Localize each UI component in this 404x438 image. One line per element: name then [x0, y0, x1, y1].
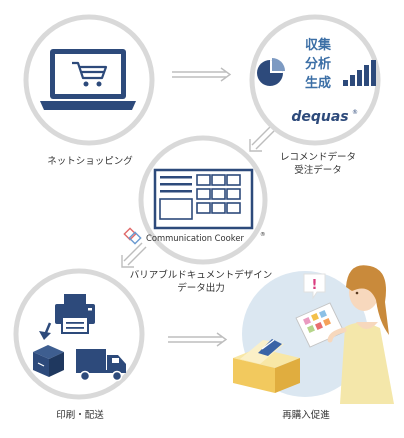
- analytics-label-line-2: 受注データ: [294, 165, 342, 176]
- exclamation-bubble-icon: !: [303, 273, 326, 300]
- shopping-circle: [23, 14, 155, 146]
- analytics-line-3: 生成: [305, 75, 331, 91]
- analytics-circle: 収集 分析 生成 dequas ®: [249, 14, 381, 146]
- cooker-circle: Communication Cooker ®: [123, 135, 268, 265]
- cooker-logo-mark-icon: [123, 227, 142, 245]
- box-icon: [33, 345, 64, 377]
- svg-text:!: !: [312, 278, 318, 293]
- woman-illustration: [327, 265, 394, 404]
- cooker-label: バリアブルドキュメントデザイン データ出力: [120, 269, 282, 295]
- shopping-label: ネットショッピング: [47, 156, 133, 167]
- printer-icon: [55, 294, 95, 334]
- repurchase-label: 再購入促進: [282, 410, 330, 421]
- print-circle: [13, 268, 145, 400]
- pie-chart-icon: [257, 58, 285, 86]
- bar-chart-icon: [343, 60, 376, 86]
- print-label: 印刷・配送: [56, 410, 104, 421]
- analytics-label: レコメンドデータ 受注データ: [258, 151, 378, 177]
- arrow-analytics-to-cooker: [249, 126, 275, 152]
- truck-icon: [76, 349, 126, 382]
- analytics-label-line-1: レコメンドデータ: [279, 152, 356, 163]
- shopping-box-icon: [233, 339, 300, 393]
- analytics-line-1: 収集: [305, 37, 332, 53]
- communication-cooker-logo: Communication Cooker ®: [123, 227, 266, 245]
- arrow-cooker-to-print: [121, 242, 147, 268]
- svg-text:®: ®: [352, 109, 358, 116]
- svg-text:Communication Cooker: Communication Cooker: [146, 233, 244, 243]
- arrow-shopping-to-analytics: [172, 67, 232, 82]
- arrow-down-left-icon: [39, 322, 52, 340]
- dequas-logo: dequas ®: [291, 109, 358, 125]
- svg-text:®: ®: [260, 231, 266, 238]
- repurchase-circle: !: [233, 265, 394, 404]
- analytics-line-2: 分析: [305, 56, 331, 72]
- template-document-icon: [153, 168, 254, 230]
- svg-text:dequas: dequas: [291, 109, 348, 125]
- laptop-cart-icon: [40, 49, 136, 110]
- cooker-label-line-1: バリアブルドキュメントデザイン: [129, 270, 273, 281]
- arrow-print-to-repurchase: [168, 332, 228, 347]
- cooker-label-line-2: データ出力: [177, 283, 225, 294]
